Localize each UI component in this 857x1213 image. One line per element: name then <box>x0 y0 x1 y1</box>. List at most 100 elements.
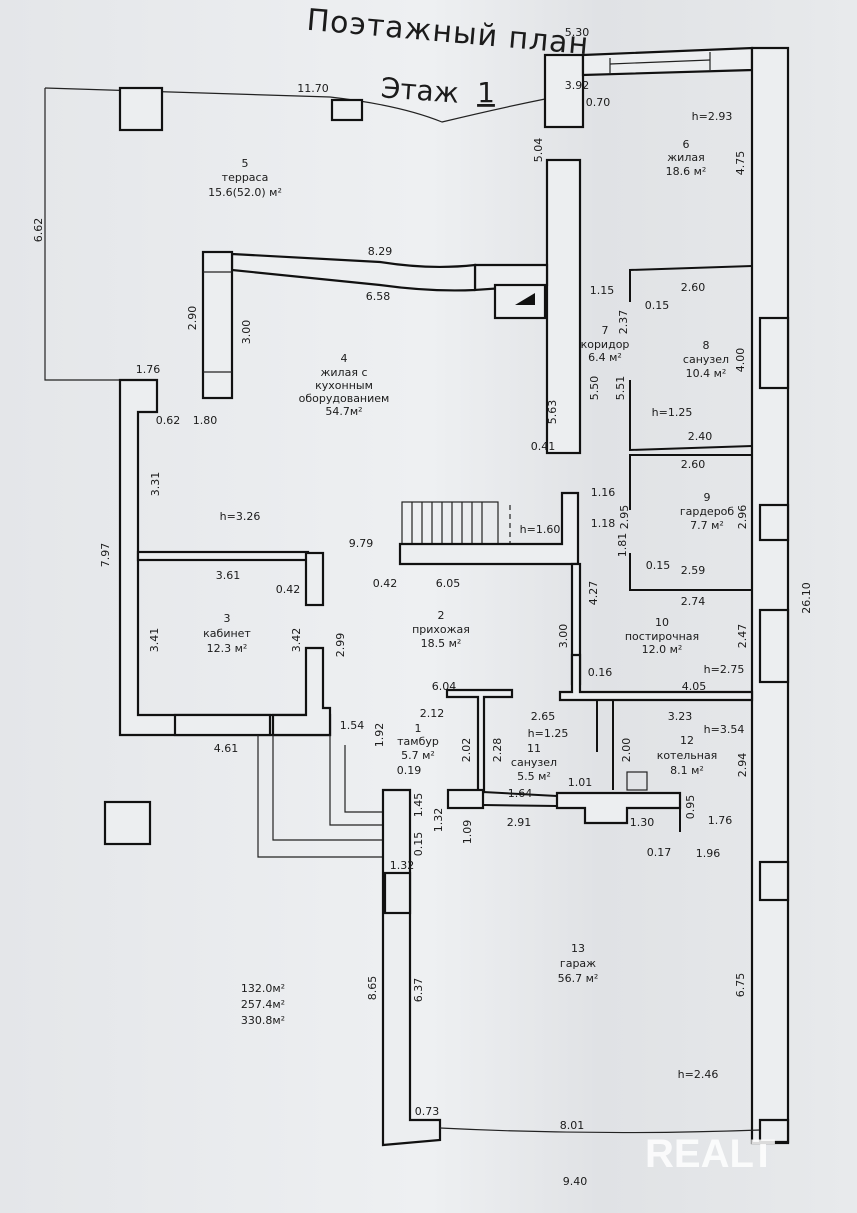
dimension-label: 5.63 <box>546 400 559 425</box>
dimension-label: 1.80 <box>193 414 218 427</box>
dimension-label: 2.91 <box>507 816 532 829</box>
dimension-label: 1.96 <box>696 847 721 860</box>
walls <box>44 46 790 1147</box>
dimension-label: 2.40 <box>688 430 713 443</box>
room-label-text: кабинет <box>203 627 251 640</box>
dimension-label: 1.76 <box>708 814 733 827</box>
dimension-label: 11.70 <box>297 82 329 95</box>
dimension-label: 5.04 <box>532 138 545 163</box>
dimension-label: 9.40 <box>563 1175 588 1188</box>
room-label-text: 6.4 м² <box>588 351 622 364</box>
dimension-label: 2.47 <box>736 624 749 649</box>
room-label-text: прихожая <box>412 623 470 636</box>
dimension-label: 1.18 <box>591 517 616 530</box>
dimension-label: 0.15 <box>646 559 671 572</box>
room-label-text: 18.6 м² <box>666 165 707 178</box>
dimension-label: 1.16 <box>591 486 616 499</box>
dimension-label: 2.96 <box>736 505 749 530</box>
dimension-label: 2.74 <box>681 595 706 608</box>
room-label-text: 13 <box>571 942 585 955</box>
dimension-label: 0.15 <box>645 299 670 312</box>
dimensions-vertical: 6.62 5.04 4.75 2.90 3.00 2.37 4.00 5.63 … <box>32 138 813 1003</box>
dimension-label: 0.41 <box>531 440 556 453</box>
dimension-label: 0.95 <box>684 795 697 820</box>
dimension-label: 0.62 <box>156 414 181 427</box>
dimension-label: 5.50 <box>588 376 601 401</box>
room-label-text: 5.5 м² <box>517 770 551 783</box>
total-area-all: 330.8м² <box>241 1014 285 1027</box>
column <box>330 98 364 122</box>
room-label-text: коридор <box>581 338 630 351</box>
dimension-label: 5.51 <box>614 376 627 401</box>
dimension-label: 3.23 <box>668 710 693 723</box>
dimension-label: 8.65 <box>366 976 379 1001</box>
dimension-label: 6.04 <box>432 680 457 693</box>
dimension-label: 2.95 <box>618 505 631 530</box>
dimension-label: 26.10 <box>800 582 813 614</box>
room-label-text: 12.3 м² <box>207 642 248 655</box>
room-label-text: 15.6(52.0) м² <box>208 186 282 199</box>
dimension-label: 6.75 <box>734 973 747 998</box>
dimension-label: 0.16 <box>588 666 613 679</box>
dimension-label: 4.61 <box>214 742 239 755</box>
dimension-label: 1.15 <box>590 284 615 297</box>
dimension-label: 1.54 <box>340 719 365 732</box>
room-label-text: 1 <box>415 722 422 735</box>
dimension-label: 3.00 <box>557 624 570 649</box>
dimension-label: 1.45 <box>412 793 425 818</box>
dimension-label: 2.59 <box>681 564 706 577</box>
dimension-label: 2.00 <box>620 738 633 763</box>
room-label-text: 5.7 м² <box>401 749 435 762</box>
dimension-label: 2.37 <box>617 310 630 335</box>
dimension-label: 2.02 <box>460 738 473 763</box>
dimension-label: 1.64 <box>508 787 533 800</box>
dimension-label: 0.17 <box>647 846 672 859</box>
room-label-text: 5 <box>242 157 249 170</box>
dimension-label: 2.12 <box>420 707 445 720</box>
room-label-text: 9 <box>704 491 711 504</box>
dimension-label: h=2.75 <box>704 663 745 676</box>
total-area-living: 132.0м² <box>241 982 285 995</box>
room-label-text: оборудованием <box>299 392 390 405</box>
dimension-label: 1.01 <box>568 776 593 789</box>
dimension-label: 0.19 <box>397 764 422 777</box>
room-label-text: 56.7 м² <box>558 972 599 985</box>
dimension-label: 2.60 <box>681 458 706 471</box>
dimension-label: 1.92 <box>373 723 386 748</box>
room-label-text: 8 <box>703 339 710 352</box>
dimension-label: 2.99 <box>334 633 347 658</box>
dimension-label: 4.00 <box>734 348 747 373</box>
dimension-label: h=2.46 <box>678 1068 719 1081</box>
dimension-label: 4.05 <box>682 680 707 693</box>
dimension-label: 3.41 <box>148 628 161 653</box>
room-label-text: тамбур <box>397 735 439 748</box>
room-label-text: санузел <box>683 353 729 366</box>
dimension-label: 4.75 <box>734 151 747 176</box>
dimension-label: 6.05 <box>436 577 461 590</box>
dimension-label: 0.42 <box>276 583 301 596</box>
room-label-text: 7.7 м² <box>690 519 724 532</box>
floor-number: 1 <box>477 76 495 109</box>
dimension-label: 0.73 <box>415 1105 440 1118</box>
dimension-label: 0.15 <box>412 832 425 857</box>
dimension-label: h=1.60 <box>520 523 561 536</box>
dimension-label: 9.79 <box>349 537 374 550</box>
dimension-label: 6.58 <box>366 290 391 303</box>
dimension-label: 1.81 <box>616 533 629 558</box>
room-label-text: 2 <box>438 609 445 622</box>
total-area-general: 257.4м² <box>241 998 285 1011</box>
dimension-label: 2.65 <box>531 710 556 723</box>
dimension-label: 6.62 <box>32 218 45 243</box>
